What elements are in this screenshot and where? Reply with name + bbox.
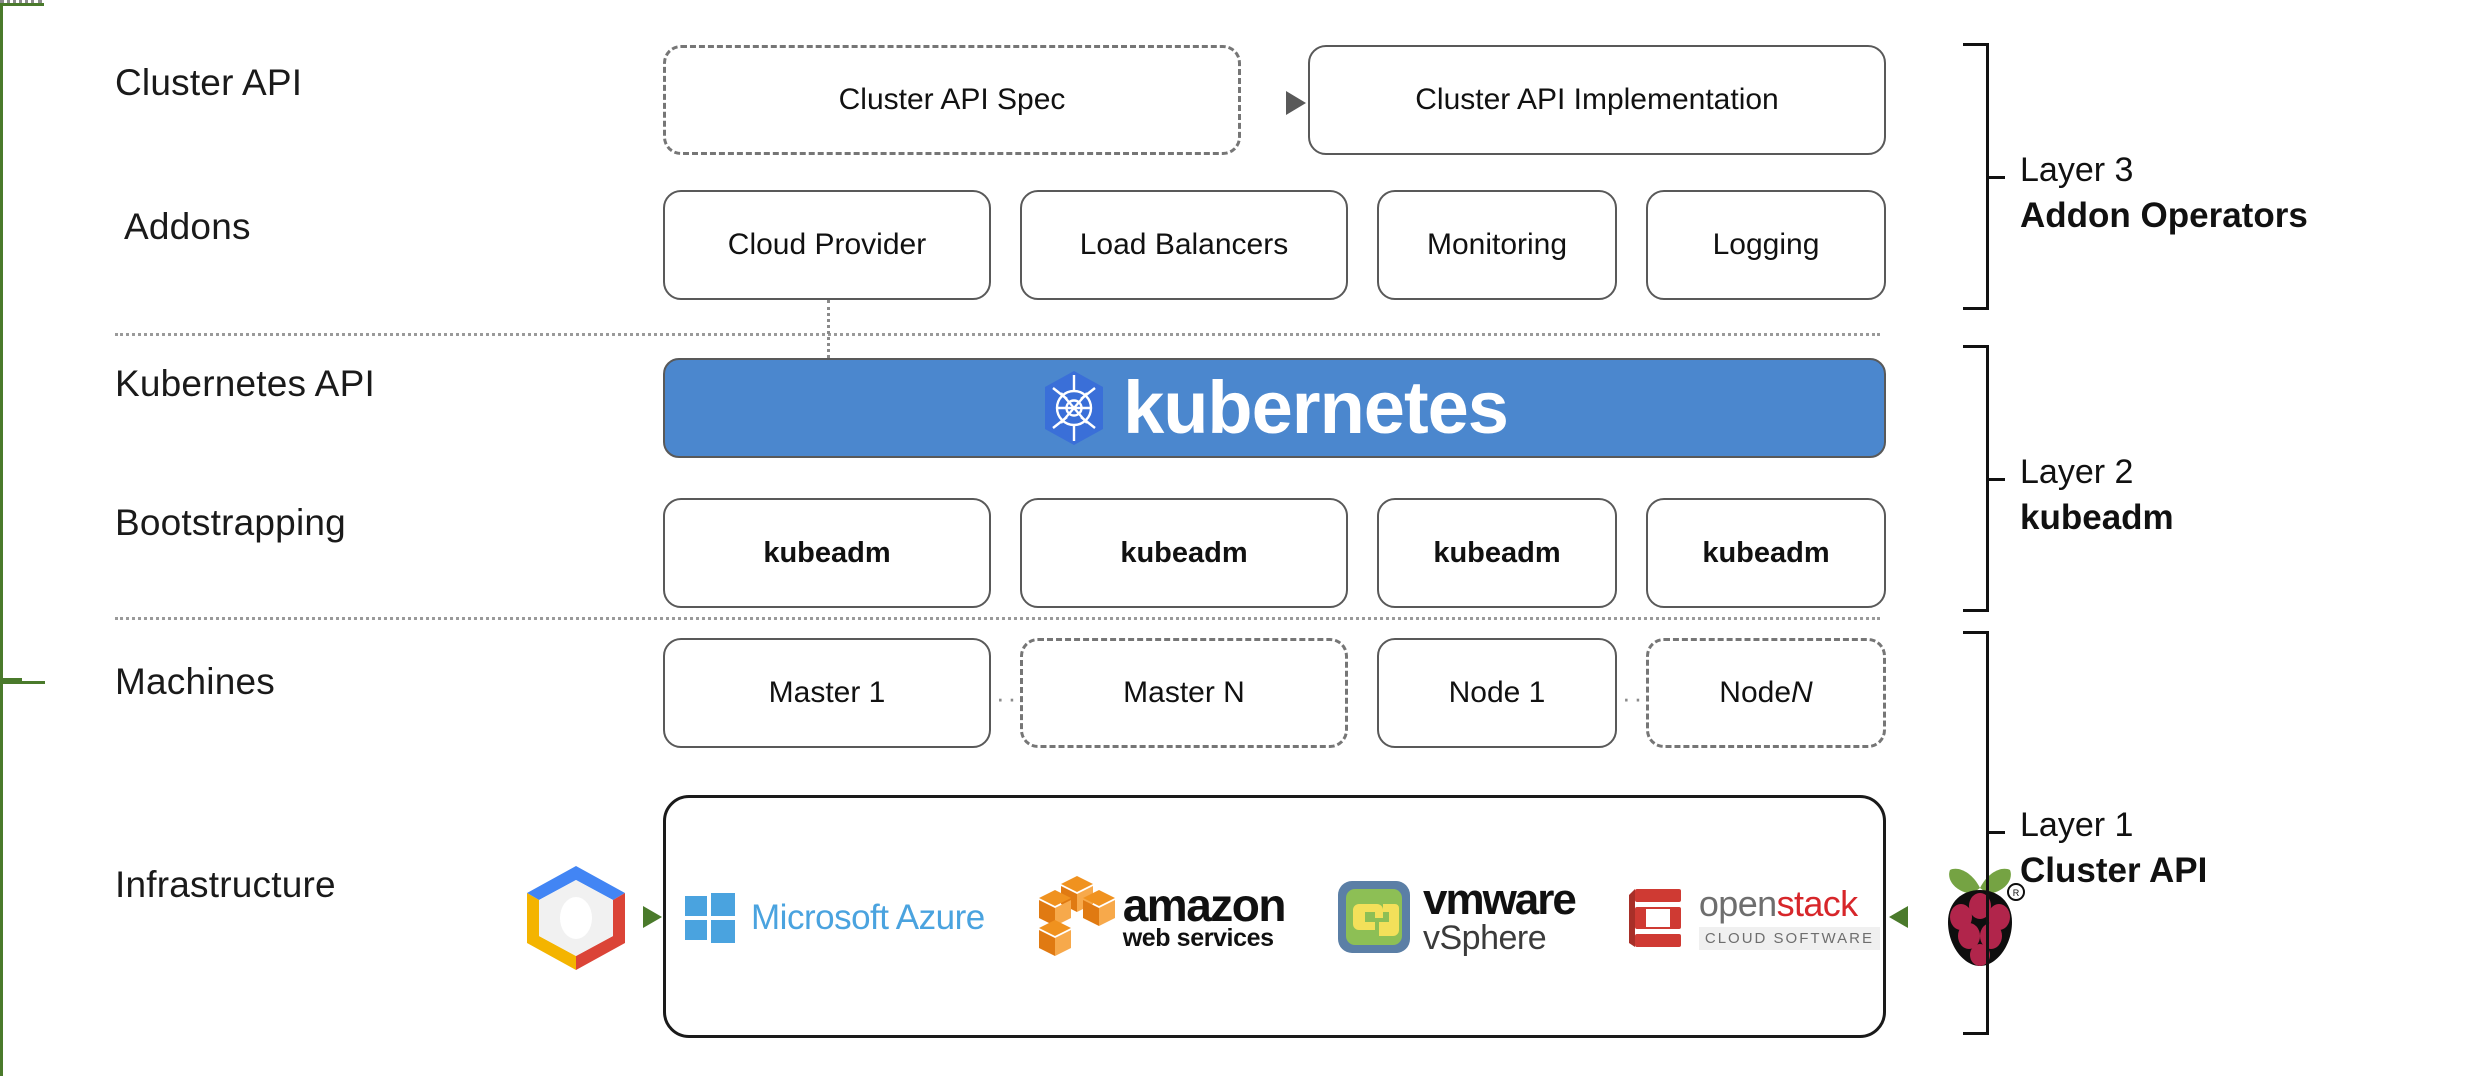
bracket-layer-3: [1963, 43, 1989, 310]
addon-label-monitoring: Monitoring: [1426, 228, 1568, 261]
machine-label-node-n-italic: N: [1791, 676, 1813, 709]
row-label-machines: Machines: [115, 661, 275, 702]
addon-box-load-balancers[interactable]: Load Balancers: [1020, 190, 1348, 300]
kubernetes-helm-wheel-logo: [1045, 371, 1104, 445]
openstack-wordmark: openstack: [1698, 882, 1859, 924]
amazon-web-services-logo: amazon web services: [1037, 874, 1287, 962]
aws-cubes-icon: [1038, 875, 1115, 956]
row-label-kubernetes-api: Kubernetes API: [115, 363, 375, 404]
cloud-provider-green-connector-vertical: [0, 6, 2490, 678]
infrastructure-box[interactable]: [663, 795, 1886, 1038]
openstack-word-open: open: [1698, 882, 1777, 924]
row-label-bootstrapping: Bootstrapping: [115, 502, 346, 543]
bootstrap-box-4[interactable]: kubeadm: [1646, 498, 1886, 608]
azure-wordmark: Microsoft Azure: [751, 897, 985, 937]
raspberry-pi-logo: R: [1932, 862, 2028, 974]
infrastructure-logo-strip: Microsoft Azure amazon web services: [527, 860, 2025, 975]
bracket-stub-layer-3: [1989, 176, 2005, 179]
microsoft-azure-logo: Microsoft Azure: [683, 891, 985, 945]
bracket-layer-2: [1963, 345, 1989, 612]
openstack-sub-wordmark: CLOUD SOFTWARE: [1698, 926, 1880, 950]
machine-box-node-1[interactable]: Node 1: [1377, 638, 1617, 748]
cluster-api-implementation-label: Cluster API Implementation: [1415, 83, 1779, 116]
addon-box-logging[interactable]: Logging: [1646, 190, 1886, 300]
kubernetes-banner[interactable]: kubernetes: [663, 358, 1886, 458]
bootstrap-label-4: kubeadm: [1702, 536, 1830, 569]
vsphere-sub-wordmark: vSphere: [1422, 918, 1547, 957]
raspberry-icon: R: [1948, 868, 2025, 966]
google-cloud-platform-logo: [521, 862, 631, 974]
cloud-provider-to-kubernetes-connector: [827, 300, 830, 364]
separator-layer3-layer2: [115, 333, 1880, 336]
aws-sub-wordmark: web services: [1122, 924, 1274, 953]
addon-box-cloud-provider[interactable]: Cloud Provider: [663, 190, 991, 300]
openstack-logo: openstack CLOUD SOFTWARE: [1627, 885, 1880, 951]
bootstrap-label-1: kubeadm: [763, 536, 891, 569]
layer-1-number: Layer 1: [2020, 806, 2134, 844]
svg-text:R: R: [2013, 888, 2020, 898]
cloud-provider-green-connector-bottom: [0, 678, 22, 681]
cloud-provider-green-connector-top: [0, 3, 44, 6]
layer-2-number: Layer 2: [2020, 453, 2134, 491]
bootstrap-label-3: kubeadm: [1433, 536, 1561, 569]
bracket-stub-layer-2: [1989, 478, 2005, 481]
layer-2-name: kubeadm: [2020, 497, 2174, 537]
row-label-addons: Addons: [124, 206, 251, 247]
machine-label-node-n: Node: [1719, 676, 1792, 709]
layer-label-1: Layer 1 Cluster API: [2020, 803, 2207, 894]
cloud-provider-to-infrastructure-arrow-icon: [643, 906, 662, 928]
openstack-word-stack: stack: [1776, 882, 1859, 924]
cluster-api-spec-label: Cluster API Spec: [838, 83, 1066, 116]
implementation-green-connector-vertical: [0, 684, 2490, 1076]
microsoft-window-icon: [685, 892, 736, 943]
row-label-infrastructure: Infrastructure: [115, 864, 336, 905]
machine-label-master-n: Master N: [1123, 676, 1245, 709]
addon-label-logging: Logging: [1712, 228, 1820, 261]
machine-label-node-1: Node 1: [1448, 676, 1546, 709]
addon-box-monitoring[interactable]: Monitoring: [1377, 190, 1617, 300]
machine-box-node-n[interactable]: Node N: [1646, 638, 1886, 748]
openstack-block-icon: [1628, 888, 1681, 947]
cluster-api-implementation-box[interactable]: Cluster API Implementation: [1308, 45, 1886, 155]
kubernetes-wordmark: kubernetes: [1123, 366, 1509, 449]
bootstrap-box-3[interactable]: kubeadm: [1377, 498, 1617, 608]
layer-label-3: Layer 3 Addon Operators: [2020, 148, 2308, 239]
bracket-stub-layer-1: [1989, 831, 2005, 834]
layer-1-name: Cluster API: [2020, 850, 2208, 890]
bootstrap-label-2: kubeadm: [1120, 536, 1248, 569]
layer-3-name: Addon Operators: [2020, 195, 2308, 235]
spec-to-implementation-arrow-icon: [1286, 91, 1306, 115]
implementation-to-infrastructure-arrow-icon: [1889, 906, 1908, 928]
vmware-wordmark: vmware: [1422, 874, 1577, 924]
vmware-vsphere-logo: vmware vSphere: [1337, 874, 1577, 957]
bracket-layer-1: [1963, 631, 1989, 1035]
cluster-api-spec-box[interactable]: Cluster API Spec: [663, 45, 1241, 155]
row-label-cluster-api: Cluster API: [115, 62, 303, 103]
implementation-green-connector-top: [0, 681, 45, 684]
machine-box-master-n[interactable]: Master N: [1020, 638, 1348, 748]
vsphere-tile-icon: [1337, 881, 1410, 954]
layer-3-number: Layer 3: [2020, 151, 2134, 189]
amazon-wordmark: amazon: [1122, 878, 1287, 931]
separator-layer2-layer1: [115, 617, 1880, 620]
machine-box-master-1[interactable]: Master 1: [663, 638, 991, 748]
layer-label-2: Layer 2 kubeadm: [2020, 450, 2174, 541]
addon-label-cloud-provider: Cloud Provider: [727, 228, 927, 261]
bootstrap-box-2[interactable]: kubeadm: [1020, 498, 1348, 608]
bootstrap-box-1[interactable]: kubeadm: [663, 498, 991, 608]
spec-to-implementation-connector: [0, 0, 42, 3]
addon-label-load-balancers: Load Balancers: [1079, 228, 1289, 261]
machine-label-master-1: Master 1: [768, 676, 886, 709]
